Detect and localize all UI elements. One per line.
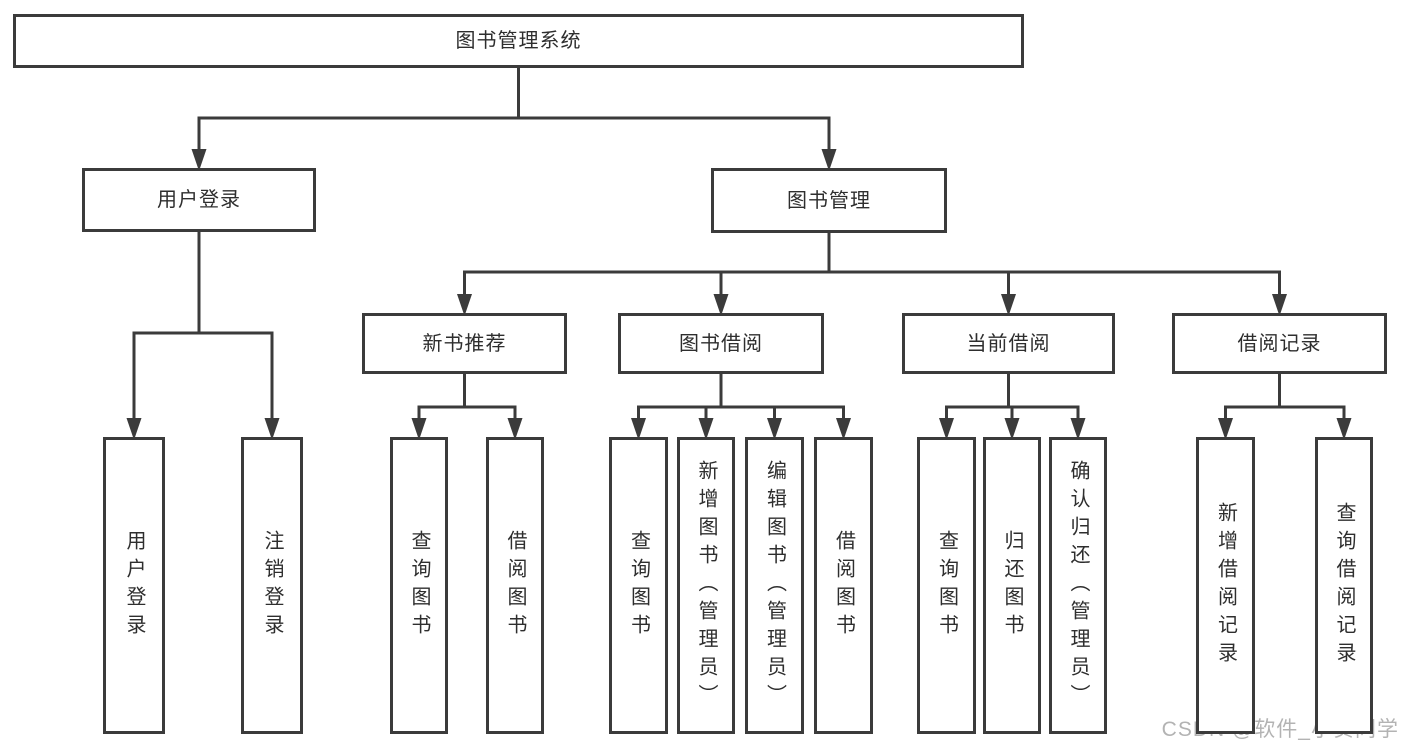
node-label-current-borrow: 当前借阅 (966, 332, 1051, 355)
node-leaf-bb-edit: 编辑图书（管理员） (745, 437, 804, 734)
node-borrow-records: 借阅记录 (1172, 313, 1387, 374)
node-root: 图书管理系统 (13, 14, 1024, 68)
node-leaf-bb-borrow: 借阅图书 (814, 437, 873, 734)
node-leaf-bb-add: 新增图书（管理员） (677, 437, 735, 734)
node-leaf-cb-return: 归还图书 (983, 437, 1041, 734)
node-label-book-borrow: 图书借阅 (679, 332, 763, 355)
node-leaf-rec-query: 查询借阅记录 (1315, 437, 1373, 734)
node-leaf-bb-query: 查询图书 (609, 437, 668, 734)
node-leaf-login: 用户登录 (103, 437, 165, 734)
node-leaf-nb-query: 查询图书 (390, 437, 448, 734)
node-book-mgmt: 图书管理 (711, 168, 947, 233)
node-user-login: 用户登录 (82, 168, 316, 232)
node-book-borrow: 图书借阅 (618, 313, 824, 374)
node-current-borrow: 当前借阅 (902, 313, 1115, 374)
node-new-books: 新书推荐 (362, 313, 567, 374)
node-leaf-logout: 注销登录 (241, 437, 303, 734)
node-label-new-books: 新书推荐 (422, 332, 507, 355)
node-label-leaf-bb-borrow: 借阅图书 (832, 529, 855, 642)
node-label-leaf-cb-return: 归还图书 (1001, 529, 1023, 642)
node-label-leaf-bb-edit: 编辑图书（管理员） (763, 459, 786, 712)
node-label-book-mgmt: 图书管理 (787, 189, 871, 212)
node-leaf-nb-borrow: 借阅图书 (486, 437, 544, 734)
node-label-leaf-rec-add: 新增借阅记录 (1214, 501, 1237, 670)
node-label-leaf-nb-query: 查询图书 (408, 529, 430, 642)
node-label-leaf-rec-query: 查询借阅记录 (1333, 501, 1355, 670)
node-leaf-cb-confirm: 确认归还（管理员） (1049, 437, 1107, 734)
node-label-leaf-logout: 注销登录 (261, 529, 283, 642)
node-label-leaf-login: 用户登录 (123, 529, 145, 642)
node-label-root: 图书管理系统 (455, 30, 582, 52)
node-label-borrow-records: 借阅记录 (1237, 332, 1322, 355)
node-label-leaf-nb-borrow: 借阅图书 (504, 529, 526, 642)
node-leaf-rec-add: 新增借阅记录 (1196, 437, 1255, 734)
node-label-leaf-cb-query: 查询图书 (935, 529, 958, 642)
node-label-leaf-bb-add: 新增图书（管理员） (695, 459, 717, 712)
node-label-user-login: 用户登录 (157, 189, 241, 211)
node-label-leaf-bb-query: 查询图书 (627, 529, 650, 642)
node-leaf-cb-query: 查询图书 (917, 437, 976, 734)
node-label-leaf-cb-confirm: 确认归还（管理员） (1067, 459, 1089, 712)
